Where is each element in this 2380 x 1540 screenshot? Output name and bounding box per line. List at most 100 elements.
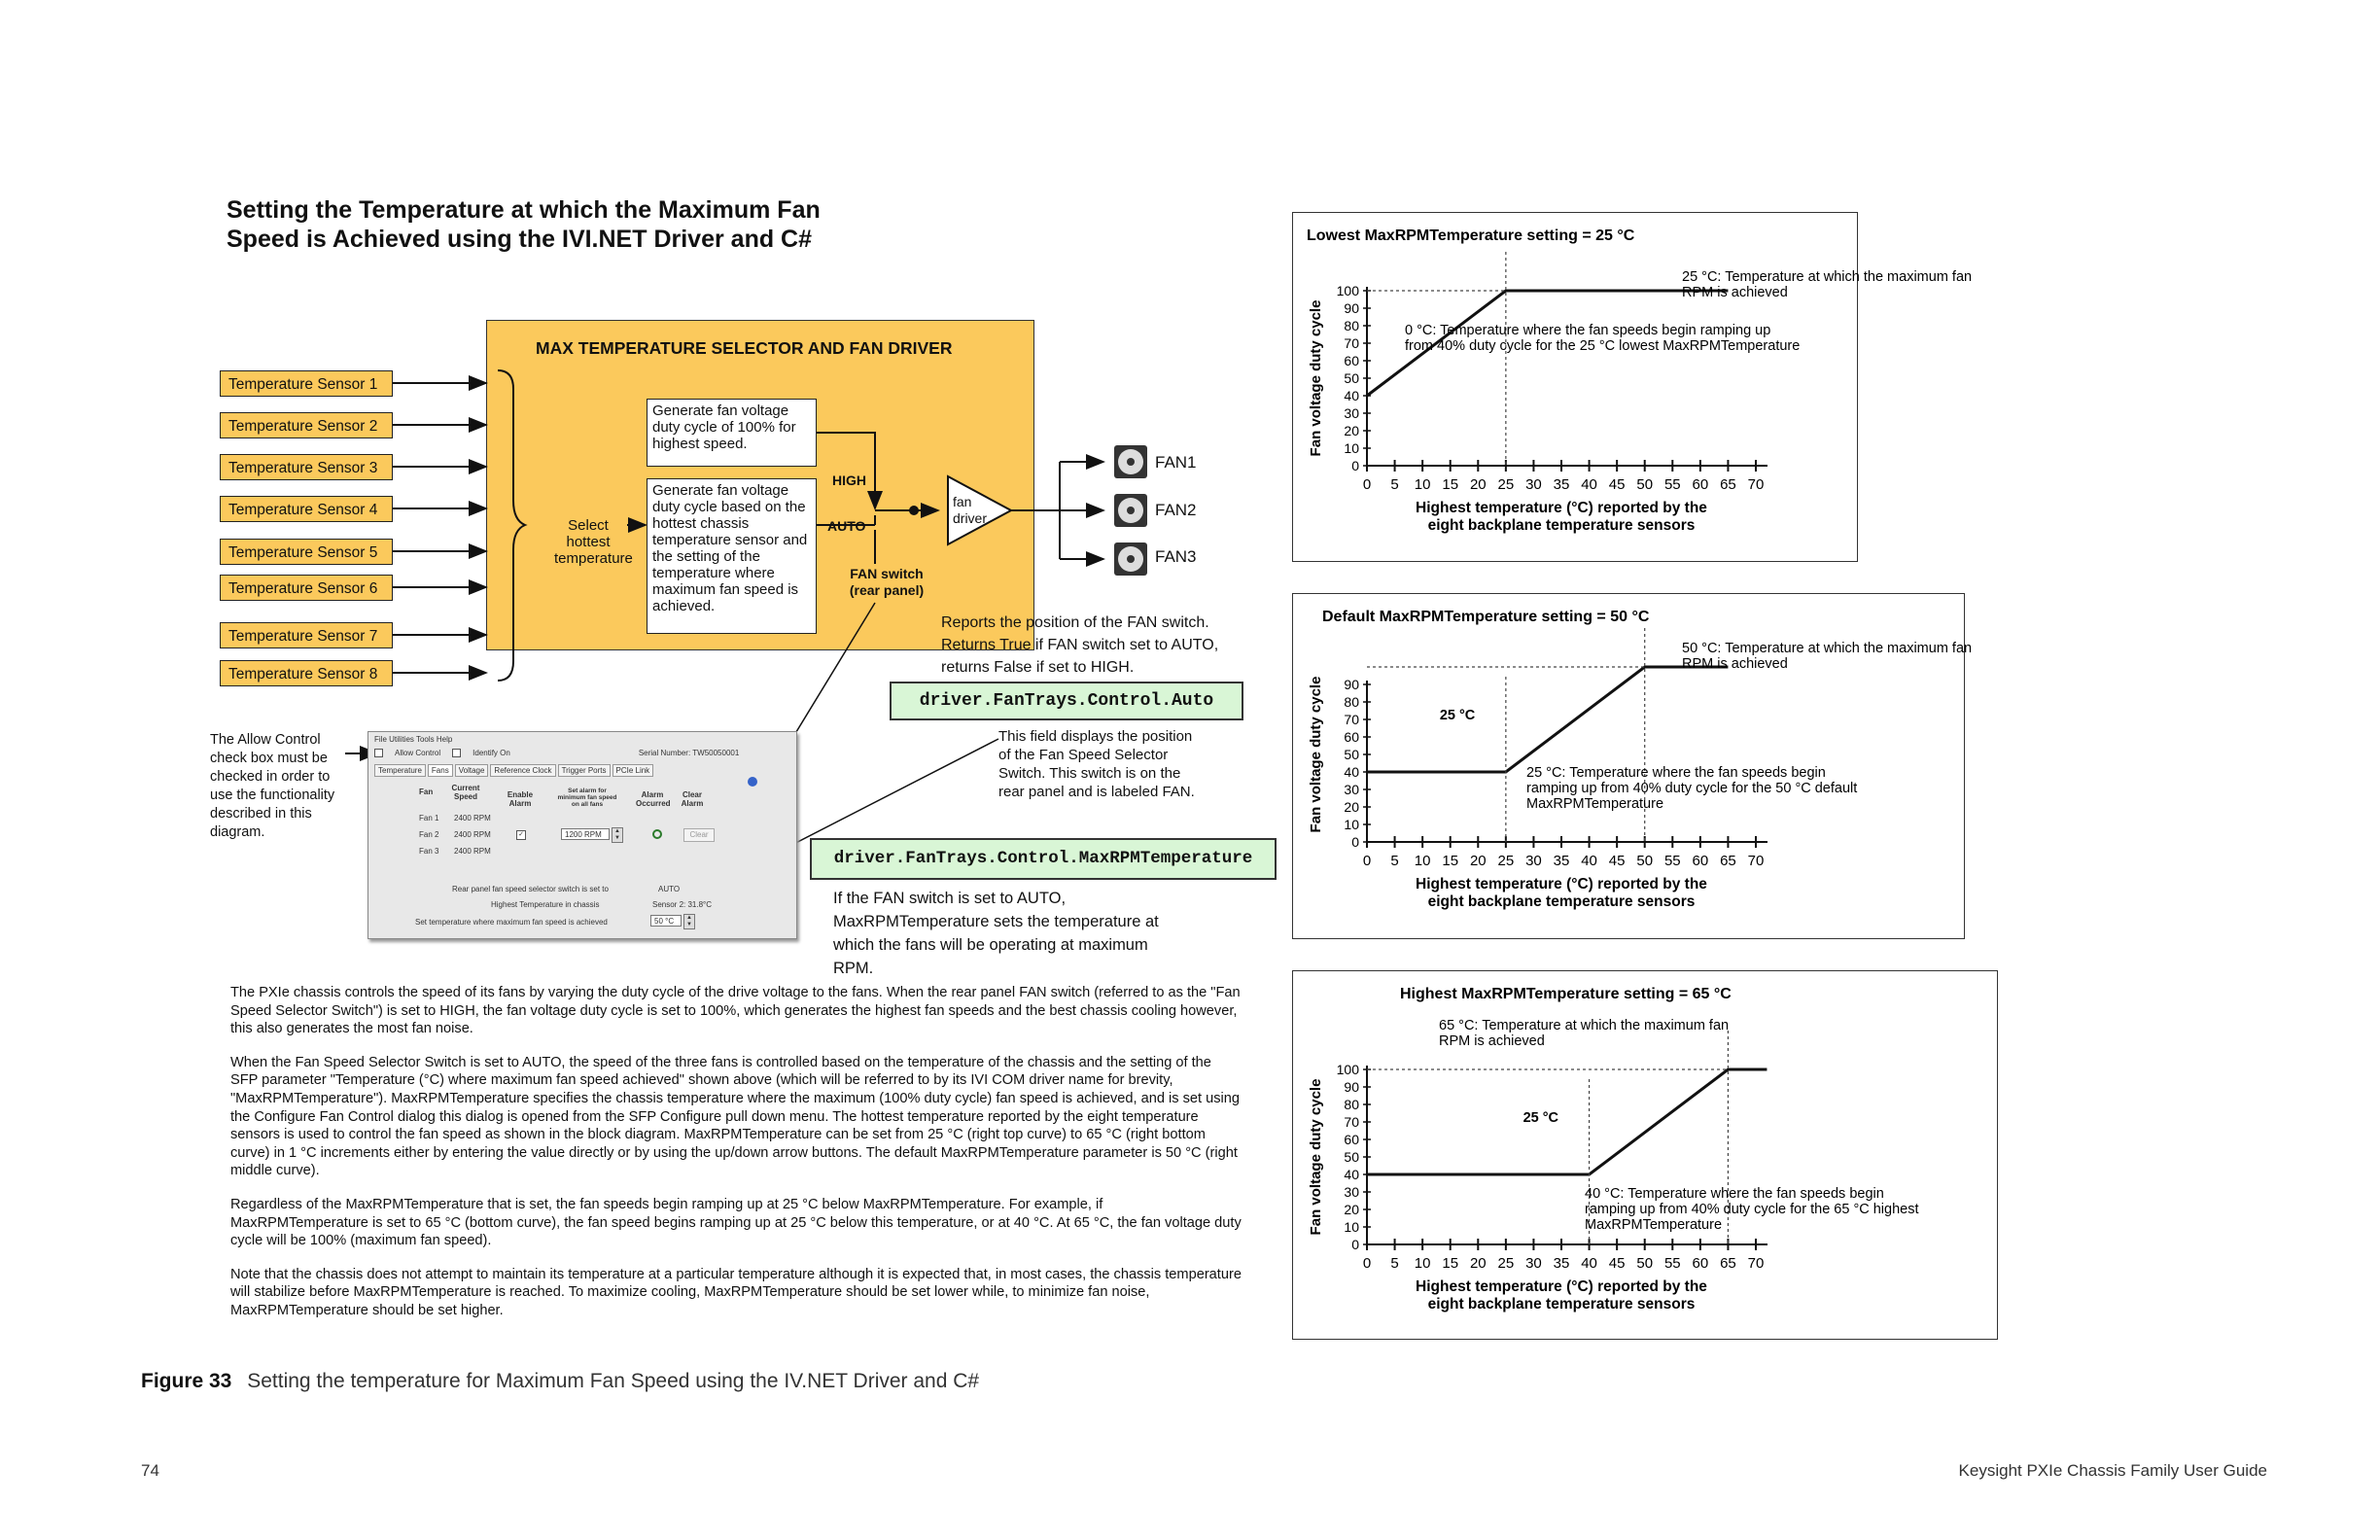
- y-tick-label: 0: [1351, 834, 1359, 850]
- para-2: When the Fan Speed Selector Switch is se…: [230, 1054, 1241, 1179]
- y-tick-label: 60: [1344, 729, 1359, 745]
- tab-reference-clock[interactable]: Reference Clock: [490, 764, 556, 777]
- x-tick-label: 35: [1554, 476, 1570, 493]
- tab-fans[interactable]: Fans: [427, 764, 453, 777]
- figure-caption-text: Setting the temperature for Maximum Fan …: [247, 1370, 980, 1392]
- y-tick-label: 20: [1344, 1202, 1359, 1217]
- x-tick-label: 30: [1525, 853, 1542, 869]
- x-tick-label: 0: [1363, 1255, 1371, 1272]
- y-tick-label: 90: [1344, 677, 1359, 692]
- y-tick-label: 60: [1344, 1132, 1359, 1147]
- x-tick-label: 25: [1498, 853, 1515, 869]
- series-line: [1367, 1068, 1768, 1176]
- body-text: The PXIe chassis controls the speed of i…: [230, 984, 1242, 1336]
- para-3: Regardless of the MaxRPMTemperature that…: [230, 1196, 1242, 1249]
- x-axis-label: Highest temperature (°C) reported by the: [1416, 500, 1707, 516]
- y-tick-label: 10: [1344, 1219, 1359, 1235]
- fan1-label: FAN1: [1155, 453, 1197, 472]
- x-tick-label: 50: [1636, 1255, 1653, 1272]
- allow-control-note: The Allow Control check box must be chec…: [210, 732, 335, 840]
- annotation-min: ramping up from 40% duty cycle for the 6…: [1585, 1202, 1919, 1217]
- y-tick-label: 50: [1344, 747, 1359, 762]
- annotation-min: MaxRPMTemperature: [1526, 796, 1663, 812]
- x-tick-label: 20: [1470, 853, 1487, 869]
- rpm-input[interactable]: 1200 RPM: [561, 828, 610, 840]
- y-tick-label: 100: [1337, 1062, 1360, 1077]
- x-tick-label: 15: [1442, 853, 1458, 869]
- enable-alarm-checkbox[interactable]: ✓: [516, 830, 526, 840]
- tab-trigger-ports[interactable]: Trigger Ports: [557, 764, 611, 777]
- rpm-stepper[interactable]: ▲▼: [612, 827, 623, 843]
- col-enable: Enable Alarm: [507, 790, 534, 808]
- high-label: HIGH: [832, 472, 866, 488]
- y-tick-label: 90: [1344, 1079, 1359, 1095]
- x-tick-label: 55: [1664, 476, 1681, 493]
- x-tick-label: 15: [1442, 1255, 1458, 1272]
- tab-voltage[interactable]: Voltage: [454, 764, 489, 777]
- x-tick-label: 25: [1498, 1255, 1515, 1272]
- help-icon[interactable]: [748, 777, 757, 787]
- x-tick-label: 50: [1636, 476, 1653, 493]
- x-axis-label-2: eight backplane temperature sensors: [1428, 893, 1696, 910]
- set-temp-label: Set temperature where maximum fan speed …: [415, 918, 608, 927]
- sensor-2: Temperature Sensor 2: [220, 412, 393, 438]
- y-tick-label: 40: [1344, 1167, 1359, 1182]
- sensor-5: Temperature Sensor 5: [220, 539, 393, 565]
- row-fan1: Fan 1: [419, 814, 439, 822]
- field-displays-note: This field displays the position of the …: [998, 728, 1195, 800]
- x-tick-label: 10: [1415, 476, 1431, 493]
- x-tick-label: 40: [1581, 1255, 1597, 1272]
- y-axis-label: Fan voltage duty cycle: [1308, 677, 1324, 833]
- x-tick-label: 25: [1498, 476, 1515, 493]
- set-temp-stepper[interactable]: ▲▼: [683, 914, 695, 929]
- block-title: MAX TEMPERATURE SELECTOR AND FAN DRIVER: [536, 338, 953, 358]
- y-tick-label: 10: [1344, 817, 1359, 832]
- annotation-min: ramping up from 40% duty cycle for the 5…: [1526, 781, 1857, 796]
- annotation-min: 40 °C: Temperature where the fan speeds …: [1585, 1186, 1884, 1202]
- x-axis-label: Highest temperature (°C) reported by the: [1416, 1278, 1707, 1295]
- x-tick-label: 65: [1720, 1255, 1736, 1272]
- sensor-4: Temperature Sensor 4: [220, 496, 393, 522]
- y-tick-label: 50: [1344, 1149, 1359, 1165]
- y-tick-label: 90: [1344, 300, 1359, 316]
- x-tick-label: 45: [1609, 1255, 1626, 1272]
- annotation-min: 25 °C: Temperature where the fan speeds …: [1526, 765, 1826, 781]
- col-occurred: Alarm Occurred: [636, 790, 671, 808]
- chart-highest: Highest MaxRPMTemperature setting = 65 °…: [1292, 970, 1998, 1340]
- x-tick-label: 0: [1363, 853, 1371, 869]
- y-tick-label: 40: [1344, 388, 1359, 403]
- x-tick-label: 55: [1664, 853, 1681, 869]
- fan-driver-label: fan driver: [953, 494, 988, 526]
- chart-default: Default MaxRPMTemperature setting = 50 °…: [1292, 593, 1972, 939]
- chart-title: Default MaxRPMTemperature setting = 50 °…: [1322, 609, 1650, 625]
- annotation-max: 65 °C: Temperature at which the maximum …: [1439, 1018, 1729, 1033]
- x-tick-label: 35: [1554, 853, 1570, 869]
- allow-control-checkbox[interactable]: [374, 749, 383, 757]
- set-temp-input[interactable]: 50 °C: [650, 915, 682, 927]
- x-tick-label: 15: [1442, 476, 1458, 493]
- tab-pcie-link[interactable]: PCIe Link: [612, 764, 654, 777]
- tab-temperature[interactable]: Temperature: [374, 764, 426, 777]
- y-tick-label: 30: [1344, 782, 1359, 797]
- fan3-label: FAN3: [1155, 547, 1197, 566]
- figure-title: Setting the Temperature at which the Max…: [227, 196, 821, 253]
- x-tick-label: 0: [1363, 476, 1371, 493]
- y-tick-label: 70: [1344, 1114, 1359, 1130]
- y-tick-label: 20: [1344, 423, 1359, 438]
- x-tick-label: 65: [1720, 476, 1736, 493]
- fan2-label: FAN2: [1155, 501, 1197, 519]
- y-axis-label: Fan voltage duty cycle: [1308, 1079, 1324, 1236]
- y-tick-label: 70: [1344, 335, 1359, 351]
- x-tick-label: 70: [1748, 853, 1765, 869]
- series-line: [1367, 665, 1729, 774]
- serial-number: Serial Number: TW50050001: [638, 749, 740, 757]
- code-auto: driver.FanTrays.Control.Auto: [890, 682, 1243, 720]
- y-tick-label: 50: [1344, 370, 1359, 386]
- y-tick-label: 0: [1351, 458, 1359, 473]
- fan-switch-label: FAN switch (rear panel): [849, 566, 925, 598]
- y-tick-label: 30: [1344, 405, 1359, 421]
- identify-on-checkbox[interactable]: [452, 749, 462, 757]
- clear-alarm-button[interactable]: Clear: [683, 828, 715, 842]
- y-tick-label: 80: [1344, 694, 1359, 710]
- rear-panel-value: AUTO: [658, 885, 681, 893]
